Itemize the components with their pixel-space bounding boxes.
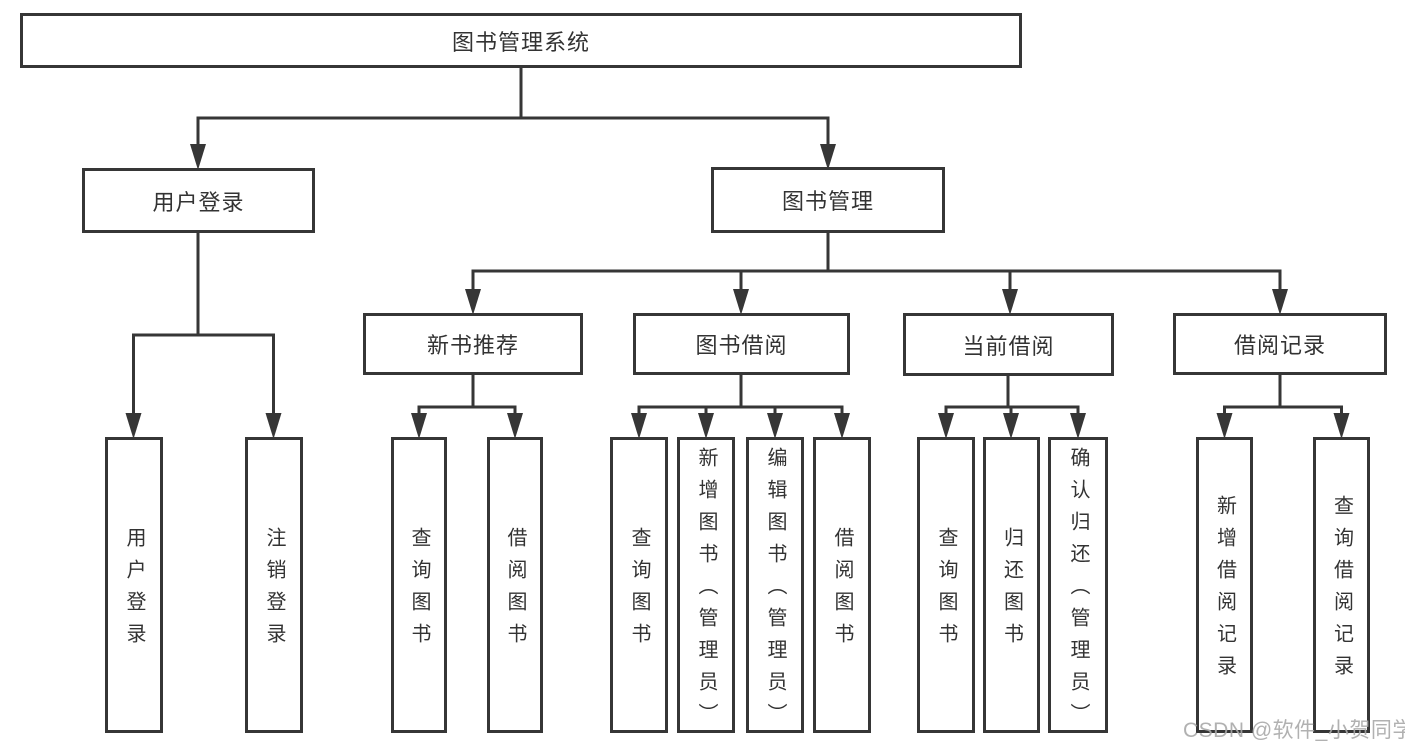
node-book-borrowing: 图书借阅	[633, 313, 850, 375]
node-label: 当前借阅	[962, 333, 1055, 359]
leaf-edit-books-admin: 编辑图书（管理员）	[746, 437, 804, 735]
node-label: 图书管理	[781, 189, 874, 214]
leaf-query-books-3: 查询图书	[917, 437, 975, 733]
node-user-login: 用户登录	[82, 168, 315, 233]
leaf-label: 借阅图书	[504, 527, 526, 655]
leaf-label: 归还图书	[1000, 527, 1023, 655]
leaf-confirm-return-admin: 确认归还（管理员）	[1048, 437, 1108, 735]
leaf-label: 注销登录	[263, 527, 285, 655]
node-library-management-system: 图书管理系统	[20, 13, 1022, 68]
csdn-watermark: CSDN @软件_小贺同学	[1183, 719, 1405, 742]
node-label: 借阅记录	[1233, 333, 1326, 358]
leaf-label: 查询图书	[628, 527, 650, 655]
node-label: 用户登录	[152, 189, 245, 215]
node-label: 新书推荐	[426, 333, 519, 358]
leaf-label: 编辑图书（管理员）	[764, 447, 786, 735]
node-label: 图书管理系统	[451, 29, 590, 55]
node-current-borrowing: 当前借阅	[903, 313, 1114, 376]
node-borrowing-records: 借阅记录	[1173, 313, 1387, 375]
node-new-book-recommend: 新书推荐	[363, 313, 583, 375]
leaf-query-books-1: 查询图书	[391, 437, 447, 733]
leaf-label: 确认归还（管理员）	[1067, 447, 1089, 735]
leaf-label: 查询图书	[935, 527, 957, 655]
leaf-query-books-2: 查询图书	[610, 437, 668, 733]
node-book-management: 图书管理	[711, 167, 945, 233]
leaf-label: 新增借阅记录	[1213, 495, 1236, 687]
leaf-return-books: 归还图书	[983, 437, 1040, 733]
node-label: 图书借阅	[695, 333, 788, 358]
leaf-label: 查询借阅记录	[1330, 495, 1353, 687]
leaf-label: 查询图书	[408, 527, 430, 655]
leaf-user-login: 用户登录	[105, 437, 163, 733]
leaf-add-books-admin: 新增图书（管理员）	[677, 437, 735, 735]
leaf-label: 新增图书（管理员）	[695, 447, 717, 735]
leaf-logout: 注销登录	[245, 437, 303, 733]
leaf-query-borrow-record: 查询借阅记录	[1313, 437, 1370, 733]
leaf-add-borrow-record: 新增借阅记录	[1196, 437, 1253, 733]
leaf-borrow-books-1: 借阅图书	[487, 437, 543, 733]
leaf-label: 借阅图书	[831, 527, 853, 655]
leaf-borrow-books-2: 借阅图书	[813, 437, 871, 733]
leaf-label: 用户登录	[123, 527, 145, 655]
